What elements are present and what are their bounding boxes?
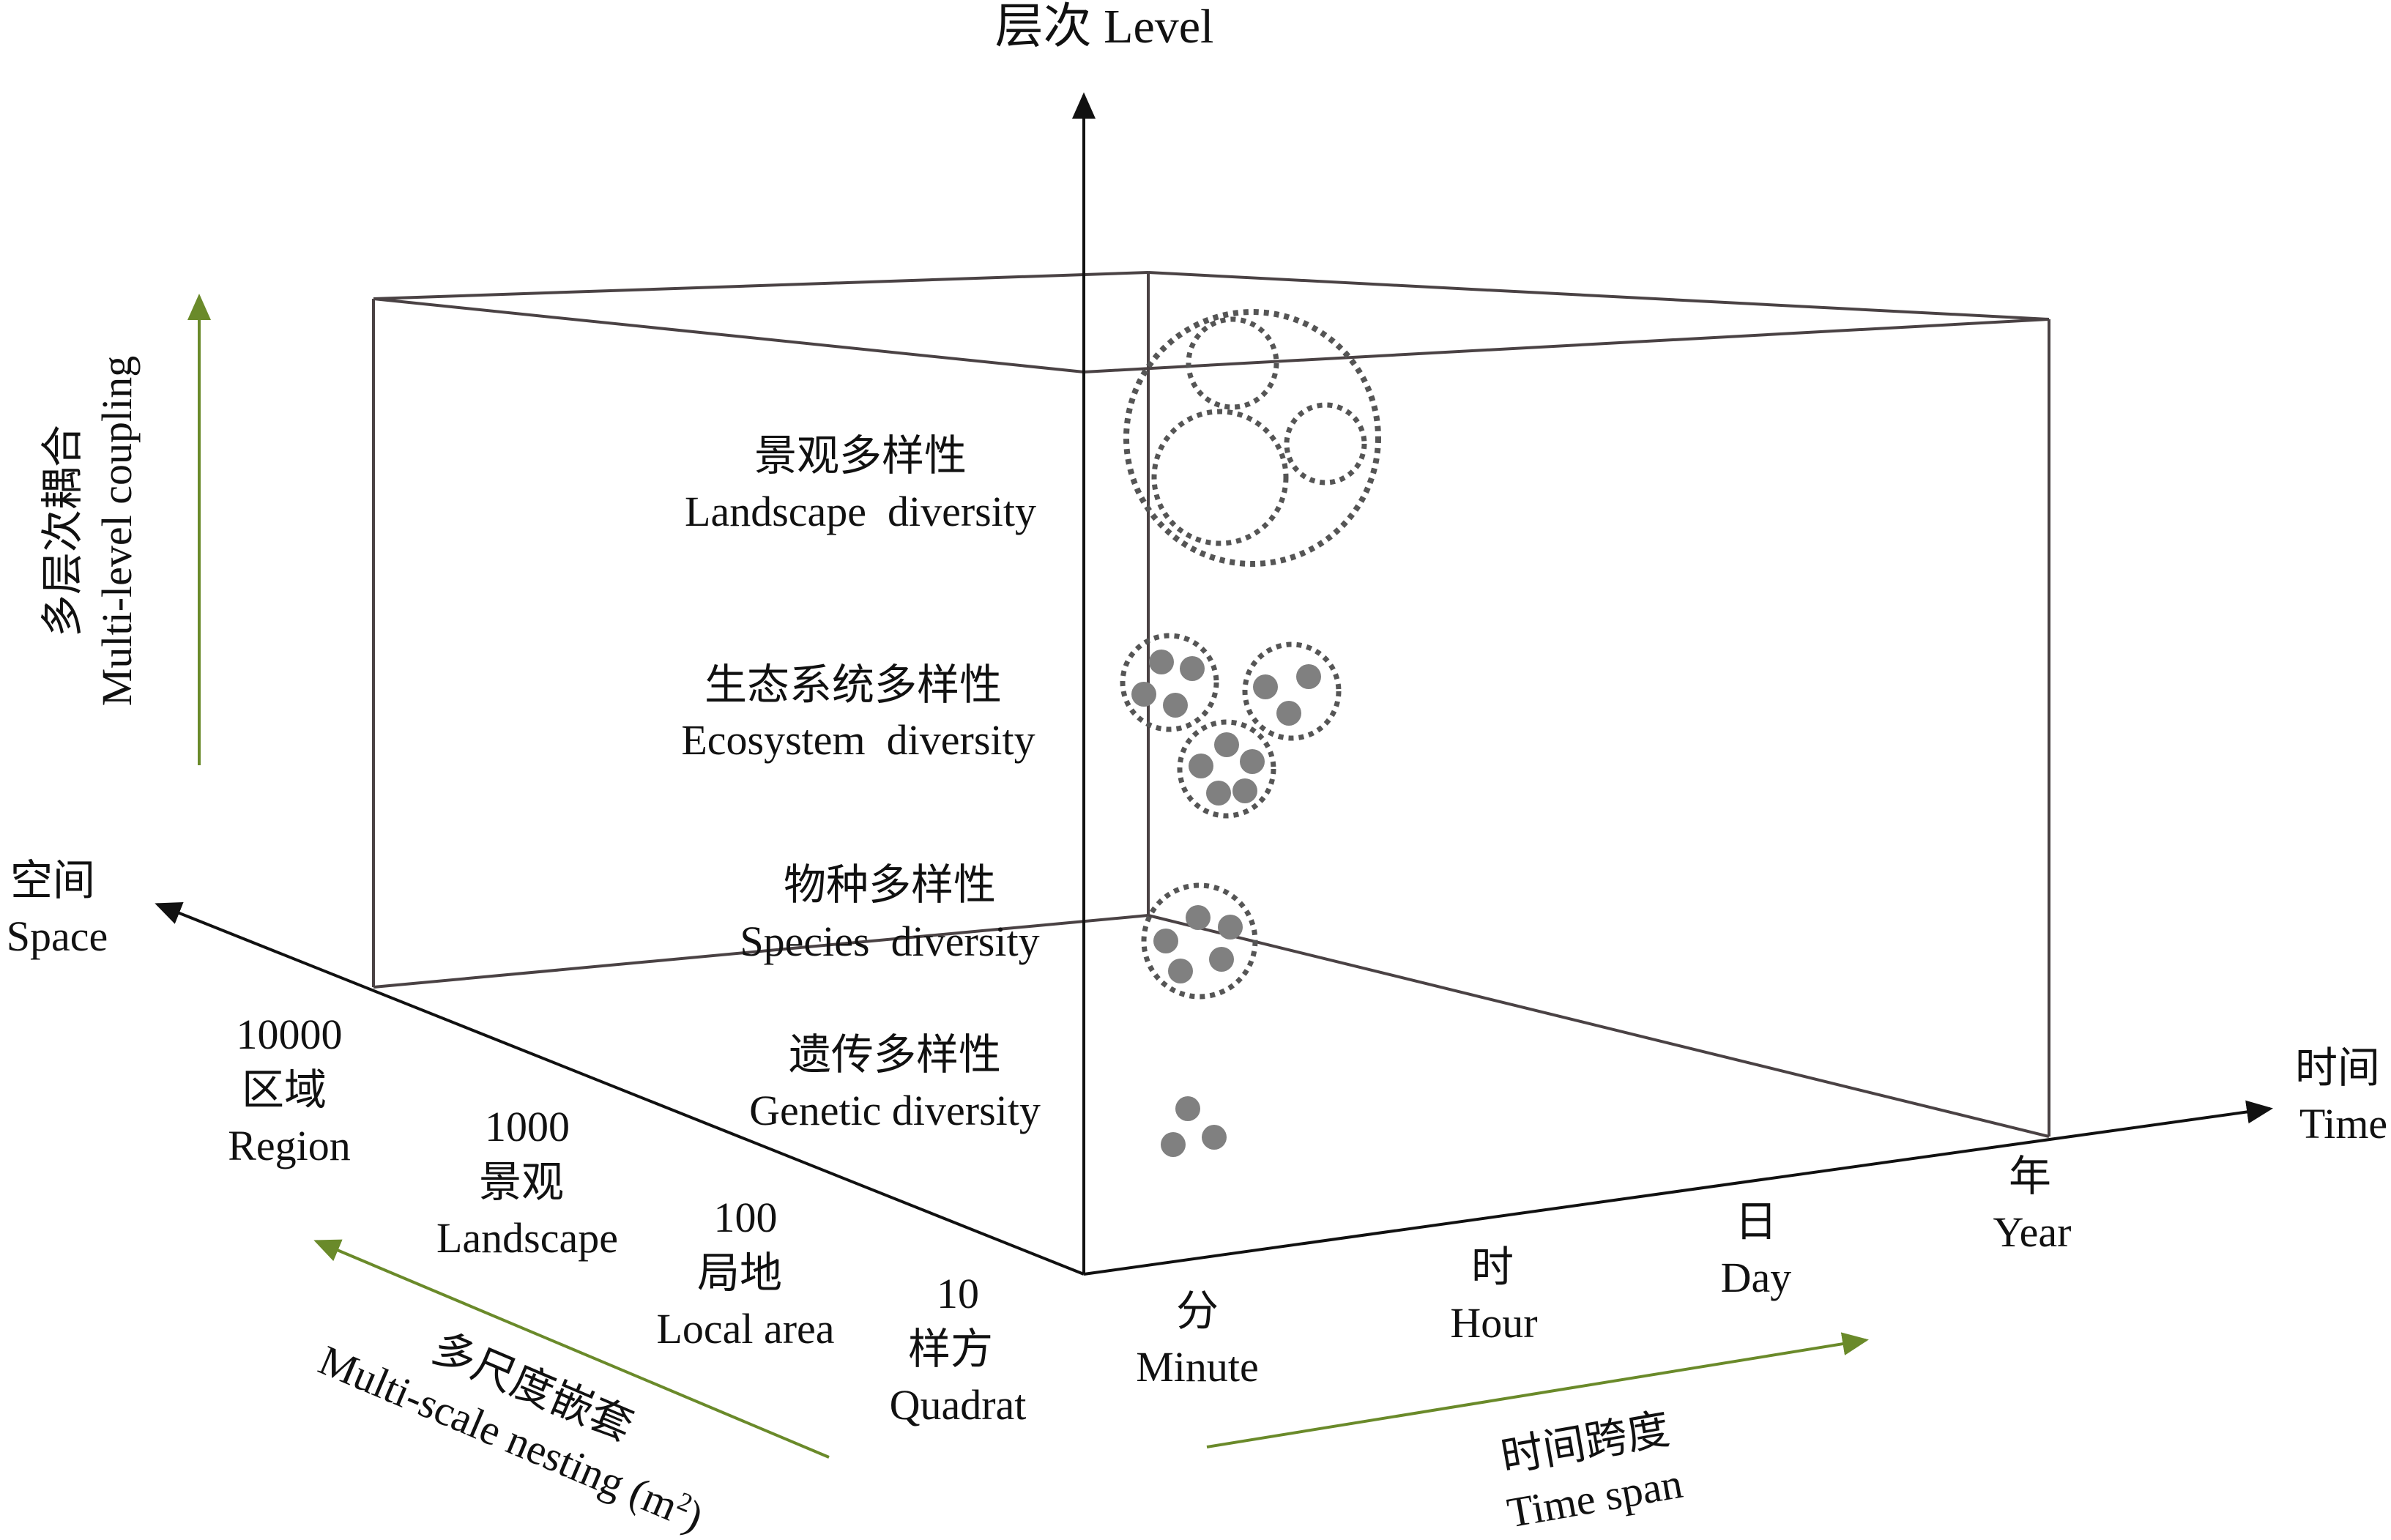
genetic-dot xyxy=(1175,1096,1200,1121)
ecosystem-diversity-icon xyxy=(1120,633,1342,819)
ecosystem-dot xyxy=(1214,732,1239,757)
time-year-zh: 年 xyxy=(2009,1153,2051,1200)
species-diversity-zh: 物种多样性 xyxy=(784,861,996,909)
level-axis-title: 层次 Level xyxy=(995,0,1214,53)
time-axis-title-zh: 时间 xyxy=(2295,1044,2380,1092)
landscape-diversity-en: Landscape diversity xyxy=(685,488,1036,535)
time-hour-zh: 时 xyxy=(1471,1243,1514,1291)
landscape-inner-ring xyxy=(1284,402,1367,486)
scale-landscape-value: 1000 xyxy=(485,1103,570,1150)
species-dot xyxy=(1209,947,1234,972)
multi-scale-arrow xyxy=(313,1239,830,1459)
ecosystem-dot xyxy=(1180,656,1205,681)
time-day-en: Day xyxy=(1721,1254,1792,1301)
species-diversity-icon xyxy=(1141,882,1258,1000)
genetic-dot xyxy=(1202,1125,1227,1150)
species-ring xyxy=(1141,882,1258,1000)
time-day-zh: 日 xyxy=(1735,1198,1777,1246)
ecosystem-dot xyxy=(1189,754,1213,778)
ecosystem-dot xyxy=(1253,674,1278,699)
ecosystem-dot xyxy=(1163,693,1188,718)
ecosystem-dot xyxy=(1149,650,1174,674)
species-dot xyxy=(1168,959,1193,983)
scale-quadrat-value: 10 xyxy=(937,1270,979,1317)
scale-local-en: Local area xyxy=(656,1305,834,1353)
ecosystem-dot xyxy=(1296,664,1321,689)
landscape-inner-ring xyxy=(1186,316,1279,410)
space-axis-title-zh: 空间 xyxy=(10,857,95,904)
ecosystem-dot xyxy=(1232,778,1257,803)
space-axis xyxy=(155,902,1085,1276)
scale-quadrat-en: Quadrat xyxy=(890,1381,1027,1429)
multi-level-coupling-label: 多层次耦合 Multi-level coupling xyxy=(39,356,141,706)
ecosystem-diversity-en: Ecosystem diversity xyxy=(681,716,1035,764)
ecosystem-diversity-zh: 生态系统多样性 xyxy=(704,661,1002,709)
ecosystem-ring xyxy=(1177,719,1276,819)
time-minute-zh: 分 xyxy=(1176,1287,1219,1335)
scale-region-zh: 区域 xyxy=(242,1066,327,1114)
species-dot xyxy=(1186,905,1211,930)
ecosystem-dot xyxy=(1276,701,1301,726)
time-span-arrow xyxy=(1206,1332,1869,1448)
scale-region-value: 10000 xyxy=(237,1011,343,1058)
scale-local-zh: 局地 xyxy=(697,1249,782,1297)
space-axis-title-en: Space xyxy=(7,912,108,960)
scale-local-value: 100 xyxy=(714,1194,778,1241)
ecosystem-ring xyxy=(1242,641,1342,741)
time-axis-title-en: Time xyxy=(2299,1100,2387,1147)
time-minute-en: Minute xyxy=(1136,1343,1259,1391)
species-dot xyxy=(1218,915,1243,940)
space-scale-labels: 10000 区域 Region 1000 景观 Landscape 100 局地… xyxy=(228,1011,1026,1429)
ecosystem-dot xyxy=(1131,682,1156,707)
species-dot xyxy=(1153,929,1178,953)
time-scale-labels: 分 Minute 时 Hour 日 Day 年 Year xyxy=(1136,1153,2071,1391)
genetic-diversity-zh: 遗传多样性 xyxy=(789,1031,1001,1079)
ecosystem-dot xyxy=(1206,781,1231,806)
scale-landscape-zh: 景观 xyxy=(479,1158,564,1206)
time-axis xyxy=(1083,1100,2273,1276)
landscape-outer-ring xyxy=(1123,309,1381,567)
ecosystem-ring xyxy=(1120,633,1219,732)
species-diversity-en: Species diversity xyxy=(740,918,1039,965)
time-hour-en: Hour xyxy=(1450,1299,1537,1347)
multi-level-coupling-en: Multi-level coupling xyxy=(93,356,141,706)
scale-landscape-en: Landscape xyxy=(436,1214,618,1262)
genetic-dot xyxy=(1161,1132,1186,1157)
time-span-label: 时间跨度 Time span xyxy=(1498,1405,1686,1537)
box-frame xyxy=(372,271,2050,1138)
genetic-diversity-icon xyxy=(1161,1096,1227,1157)
diversity-labels: 景观多样性 Landscape diversity 生态系统多样性 Ecosys… xyxy=(681,432,1041,1134)
landscape-inner-ring xyxy=(1151,409,1289,546)
landscape-diversity-icon xyxy=(1123,309,1381,567)
landscape-diversity-zh: 景观多样性 xyxy=(754,432,967,480)
time-year-en: Year xyxy=(1993,1208,2072,1256)
multi-level-coupling-zh: 多层次耦合 xyxy=(39,425,86,637)
scale-region-en: Region xyxy=(228,1122,351,1169)
scale-quadrat-zh: 样方 xyxy=(908,1325,993,1373)
ecosystem-dot xyxy=(1240,749,1265,774)
genetic-diversity-en: Genetic diversity xyxy=(749,1087,1041,1134)
